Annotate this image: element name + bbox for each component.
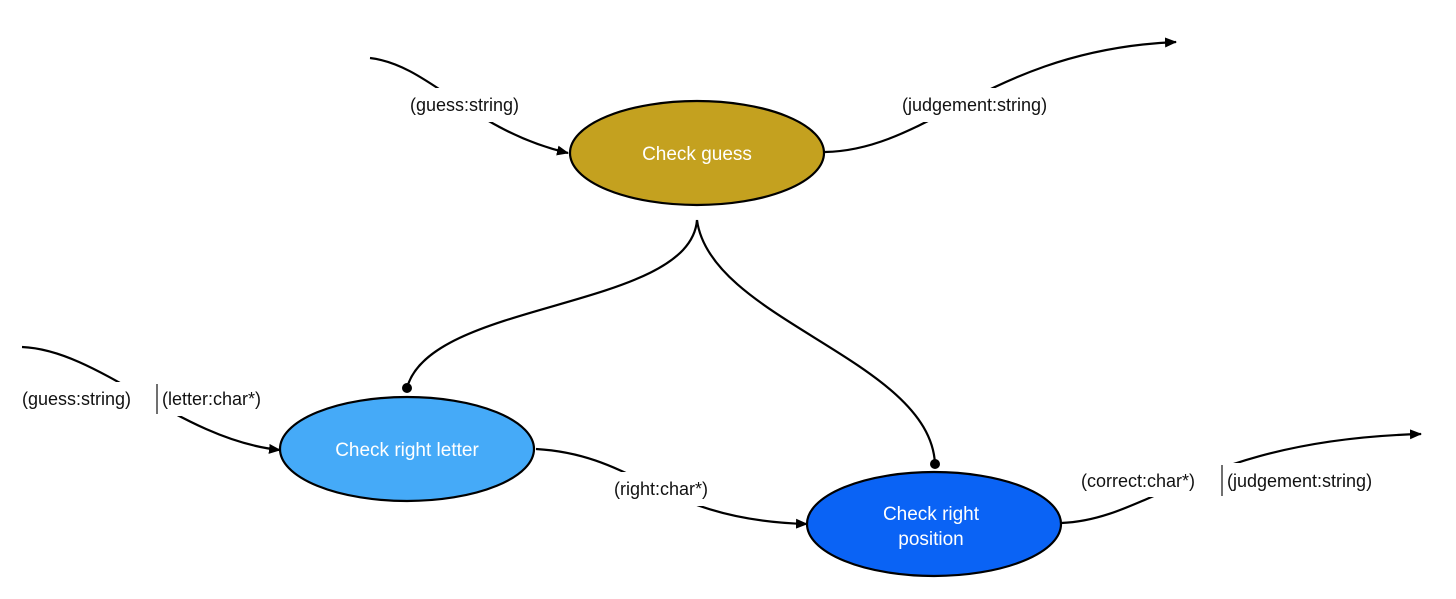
edge-label-bg-judgement-out (896, 88, 1084, 122)
node-check-right-position-label-line2: position (898, 529, 964, 550)
edge-dot-right-position (930, 459, 940, 469)
edge-label-letter-in-a: (guess:string) (22, 389, 131, 409)
edge-label-guess-in: (guess:string) (410, 95, 519, 115)
node-check-guess: Check guess (568, 99, 826, 207)
edge-label-bg-letter-in (18, 382, 286, 416)
edge-dot-right-letter (402, 383, 412, 393)
edge-guess-to-right-letter (405, 219, 699, 389)
node-check-right-letter-label: Check right letter (335, 440, 479, 461)
edge-label-letter-in-b: (letter:char*) (162, 389, 261, 409)
node-check-guess-shape (568, 99, 826, 207)
edge-label-bg-right (608, 472, 734, 506)
node-check-right-letter-shape (278, 395, 536, 503)
node-check-right-position-label-line1: Check right (883, 504, 980, 525)
node-check-right-position-shape (805, 470, 1063, 578)
edge-label-judgement-out: (judgement:string) (902, 95, 1047, 115)
edge-label-position-out-b: (judgement:string) (1227, 471, 1372, 491)
node-check-guess-label: Check guess (642, 144, 752, 165)
edge-label-bg-guess-in (405, 88, 545, 122)
edge-label-bg-position-out (1076, 463, 1410, 497)
edge-label-right: (right:char*) (614, 479, 708, 499)
edge-label-position-out-a: (correct:char*) (1081, 471, 1195, 491)
edge-guess-to-right-position (695, 219, 937, 465)
node-check-right-letter: Check right letter (278, 395, 536, 503)
node-check-right-position: Check right position (805, 470, 1063, 578)
